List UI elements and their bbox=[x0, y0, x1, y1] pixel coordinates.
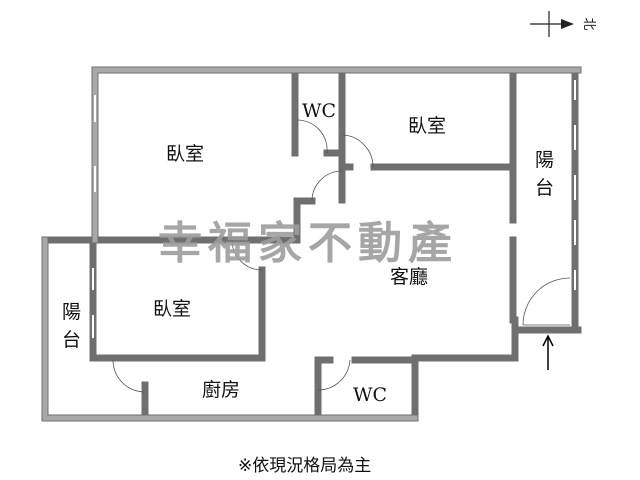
room-label-bedroom-top-left: 臥室 bbox=[166, 143, 204, 165]
footnote: ※依現況格局為主 bbox=[238, 456, 371, 476]
compass-label: 北 bbox=[581, 17, 596, 30]
room-label-wc-bottom: WC bbox=[353, 384, 387, 406]
room-label-living-room: 客廳 bbox=[390, 266, 428, 288]
entrance-arrow-icon bbox=[542, 334, 554, 370]
room-label-balcony-left-2: 台 bbox=[62, 329, 81, 351]
watermark: 幸福家不動產 bbox=[158, 218, 458, 269]
room-label-kitchen: 廚房 bbox=[202, 378, 240, 401]
room-label-bedroom-lower: 臥室 bbox=[153, 298, 191, 320]
room-label-balcony-right-2: 台 bbox=[535, 177, 554, 199]
door-swings bbox=[112, 119, 571, 393]
room-label-balcony-left-1: 陽 bbox=[62, 301, 81, 323]
north-compass-icon: 北 bbox=[530, 11, 596, 37]
room-label-balcony-right-1: 陽 bbox=[535, 149, 554, 171]
room-label-bedroom-top-right: 臥室 bbox=[408, 115, 446, 137]
room-label-wc-top: WC bbox=[302, 100, 336, 122]
windows bbox=[92, 80, 576, 338]
